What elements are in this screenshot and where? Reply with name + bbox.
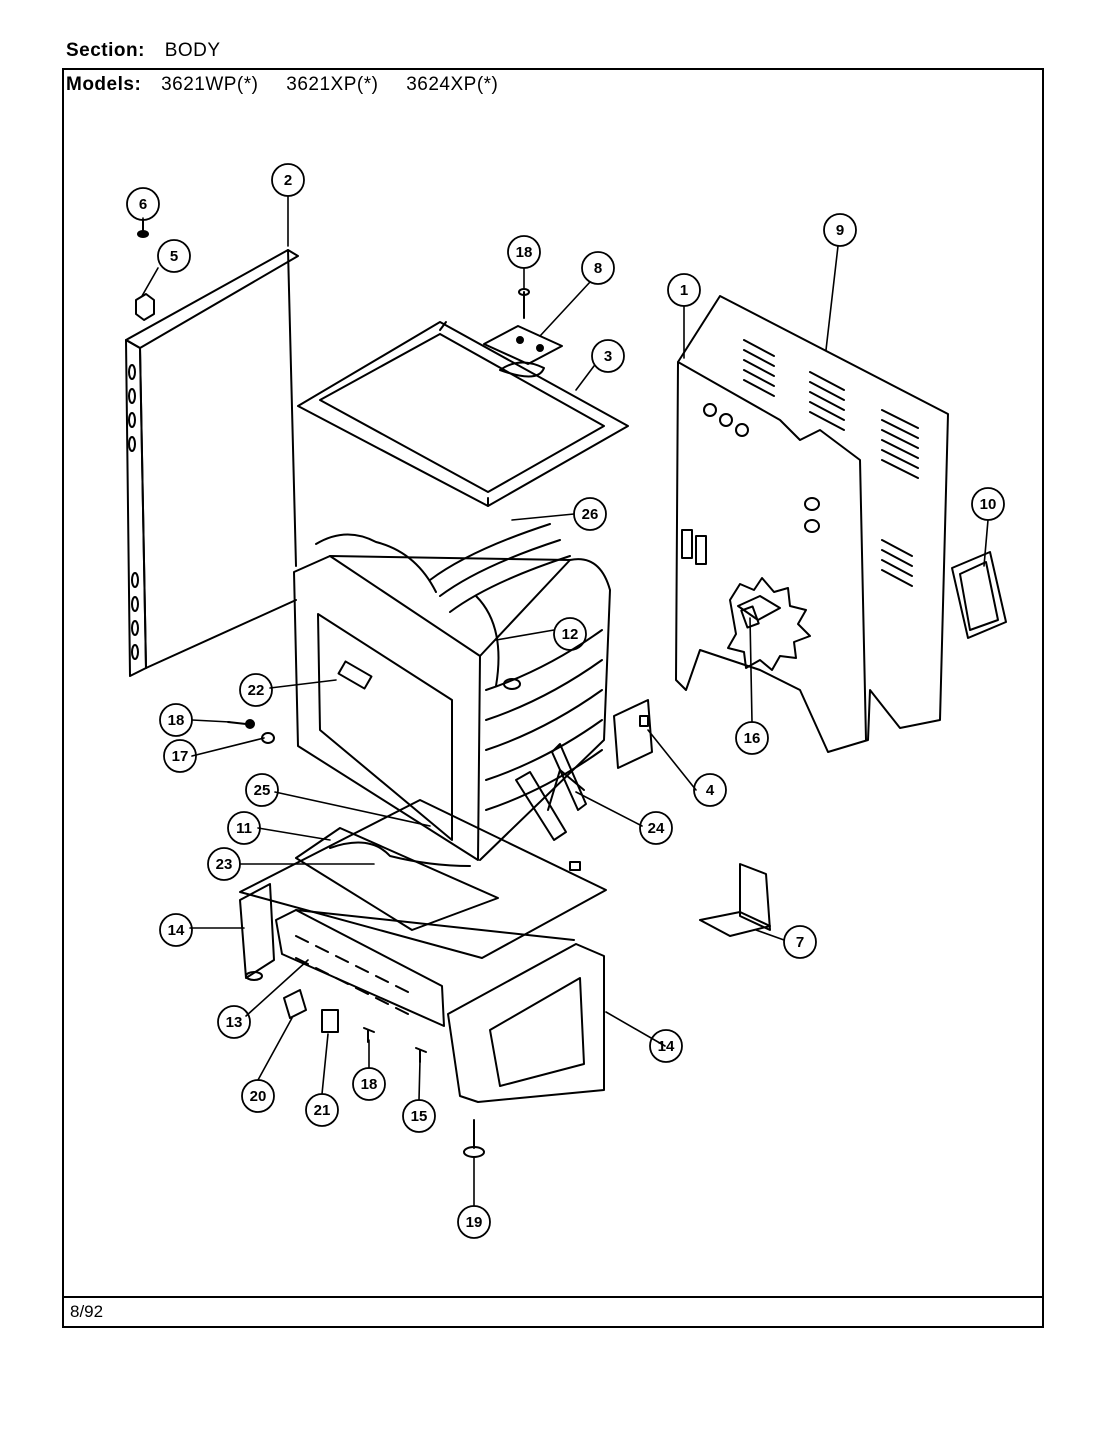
section-heading: Section: BODY: [66, 40, 243, 62]
top-panel-part: [297, 321, 629, 507]
hinge-part: [515, 743, 587, 841]
callout-24: 24: [648, 820, 665, 837]
bracket-part: [613, 699, 653, 769]
callout-13: 13: [226, 1014, 243, 1031]
callout-labels: 2 6 5 18 8 3 1 9 10 26 12 22 18 17 16 4 …: [139, 172, 997, 1231]
callout-18: 18: [516, 244, 533, 261]
control-bracket-part: [483, 288, 563, 365]
callout-14: 14: [658, 1038, 675, 1055]
callout-15: 15: [411, 1108, 428, 1125]
bracket-part: [737, 595, 781, 629]
callout-8: 8: [594, 260, 602, 277]
bottom-panel-part: [239, 799, 607, 959]
callout-2: 2: [284, 172, 292, 189]
back-panel-part: [675, 295, 949, 753]
section-value: BODY: [164, 40, 221, 61]
callout-18: 18: [168, 712, 185, 729]
footer-date: 8/92: [70, 1302, 104, 1321]
callout-10: 10: [980, 496, 997, 513]
callout-17: 17: [172, 748, 189, 765]
callout-26: 26: [582, 506, 599, 523]
model-number: 3624XP(*): [406, 74, 499, 95]
models-heading: Models: 3621WP(*) 3621XP(*) 3624XP(*): [66, 74, 520, 96]
oven-cavity-part: [293, 523, 611, 861]
filter-panel-part: [951, 551, 1007, 639]
callouts: [126, 163, 1005, 1239]
callout-18: 18: [361, 1076, 378, 1093]
callout-11: 11: [236, 820, 252, 837]
screw-part: [227, 719, 275, 744]
bracket-part: [699, 863, 771, 937]
callout-14: 14: [168, 922, 185, 939]
base-frame-part: [239, 883, 605, 1103]
clip-part: [321, 1009, 427, 1063]
leader-lines: [141, 195, 989, 1207]
callout-6: 6: [139, 196, 147, 213]
callout-9: 9: [836, 222, 844, 239]
callout-19: 19: [466, 1214, 483, 1231]
leveling-leg-part: [463, 1119, 485, 1158]
callout-4: 4: [706, 782, 715, 799]
callout-5: 5: [170, 248, 178, 265]
callout-22: 22: [248, 682, 265, 699]
models-label: Models:: [66, 74, 142, 95]
callout-23: 23: [216, 856, 233, 873]
callout-20: 20: [250, 1088, 267, 1105]
callout-1: 1: [680, 282, 688, 299]
callout-16: 16: [744, 730, 761, 747]
callout-3: 3: [604, 348, 612, 365]
section-label: Section:: [66, 40, 145, 61]
model-number: 3621XP(*): [286, 74, 379, 95]
callout-25: 25: [254, 782, 271, 799]
model-number: 3621WP(*): [161, 74, 259, 95]
callout-7: 7: [796, 934, 804, 951]
side-panel-part: [125, 249, 299, 677]
diagram-frame: [62, 68, 1044, 1328]
callout-21: 21: [314, 1102, 331, 1119]
footer-divider: [62, 1296, 1044, 1298]
callout-12: 12: [562, 626, 579, 643]
screw-part: [135, 219, 155, 321]
